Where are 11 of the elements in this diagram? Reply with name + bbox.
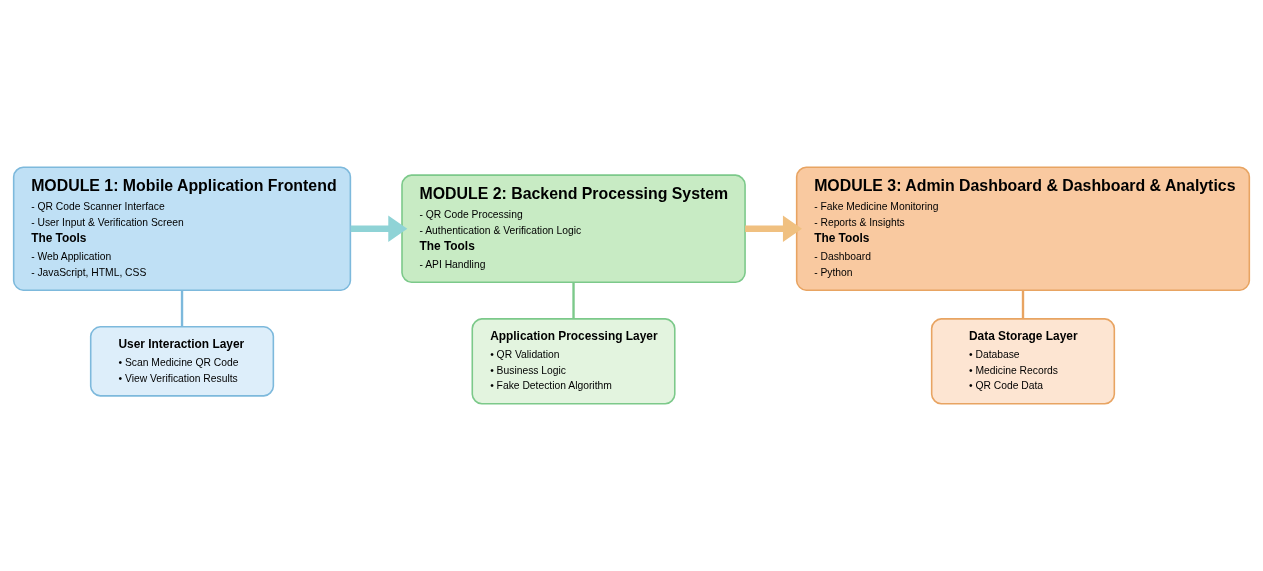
node-box: MODULE 3: Admin Dashboard & Dashboard & Analytics - Fake Medicine Monitoring - Reports & Insights The Tools - Dashboard - Python xyxy=(795,166,1251,292)
node-box: MODULE 1: Mobile Application Frontend - QR Code Scanner Interface - User Input & Verification Screen The Tools - Web Application - JavaScript, HTML, CSS xyxy=(12,166,352,292)
arrow xyxy=(745,215,802,243)
connector xyxy=(572,282,575,319)
arrow xyxy=(350,215,408,243)
connector xyxy=(1021,290,1025,319)
node-box: MODULE 2: Backend Processing System - QR Code Processing - Authentication & Verification Logic The Tools - API Handling xyxy=(401,174,746,284)
connector xyxy=(180,290,184,327)
node-box: User Interaction Layer • Scan Medicine QR Code • View Verification Results xyxy=(89,326,275,397)
node-box: Data Storage Layer • Database • Medicine Records • QR Code Data xyxy=(930,318,1116,405)
node-box: Application Processing Layer • QR Validation • Business Logic • Fake Detection Algorithm xyxy=(471,318,676,405)
